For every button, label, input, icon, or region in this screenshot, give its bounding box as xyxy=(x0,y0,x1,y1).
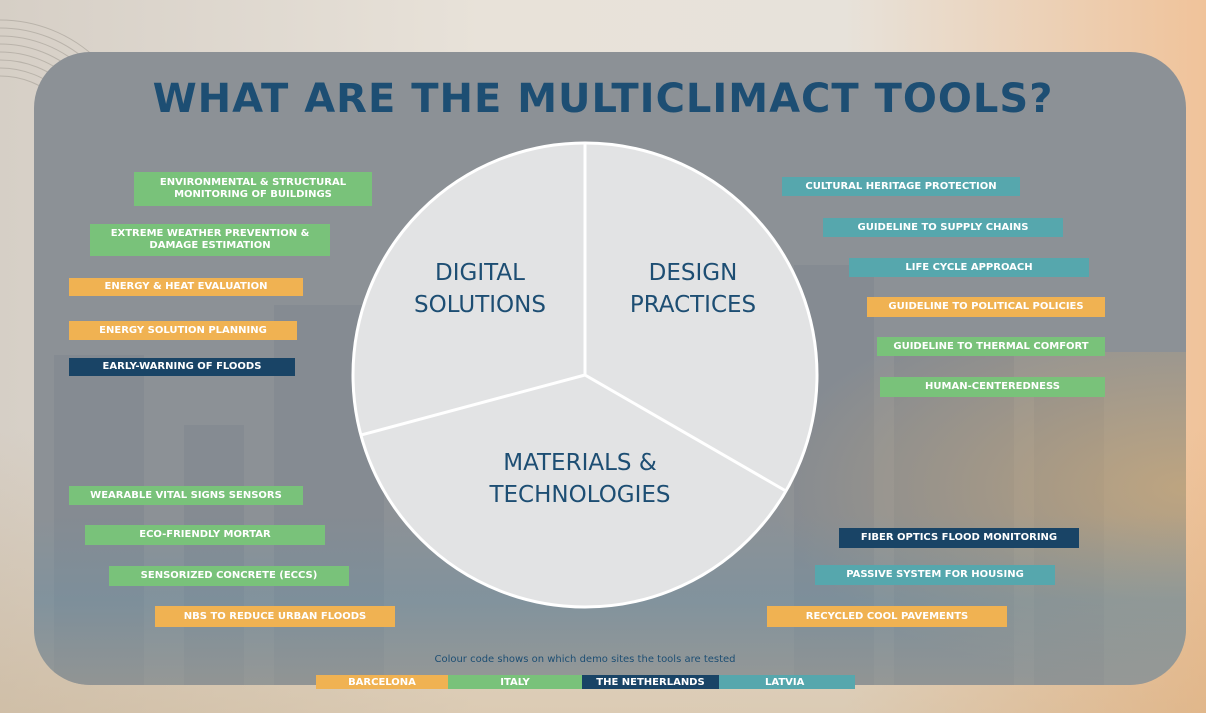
tool-tag: EXTREME WEATHER PREVENTION & DAMAGE ESTI… xyxy=(90,224,330,256)
segment-label-line: TECHNOLOGIES xyxy=(489,482,671,508)
tool-tag: GUIDELINE TO SUPPLY CHAINS xyxy=(823,218,1063,237)
tool-tag: RECYCLED COOL PAVEMENTS xyxy=(767,606,1007,627)
segment-label-line: PRACTICES xyxy=(629,292,757,318)
segment-label-materials-technologies: MATERIALS & TECHNOLOGIES xyxy=(460,447,700,511)
tool-tag: NBS TO REDUCE URBAN FLOODS xyxy=(155,606,395,627)
sunset-glow xyxy=(766,352,1186,685)
legend-item-barcelona: BARCELONA xyxy=(316,675,448,689)
skyline-building xyxy=(54,355,144,685)
legend-item-the-netherlands: THE NETHERLANDS xyxy=(582,675,719,689)
tool-tag: SENSORIZED CONCRETE (ECCS) xyxy=(109,566,349,586)
tool-tag: GUIDELINE TO POLITICAL POLICIES xyxy=(867,297,1105,317)
tool-tag: CULTURAL HERITAGE PROTECTION xyxy=(782,177,1020,196)
legend-item-italy: ITALY xyxy=(448,675,582,689)
tool-tag: ENVIRONMENTAL & STRUCTURAL MONITORING OF… xyxy=(134,172,372,206)
pie-divider-left xyxy=(360,373,586,437)
segment-label-line: DIGITAL xyxy=(435,260,525,286)
legend-caption: Colour code shows on which demo sites th… xyxy=(434,654,736,665)
pie-divider-right xyxy=(584,373,787,493)
segment-label-digital-solutions: DIGITAL SOLUTIONS xyxy=(385,257,575,321)
segment-label-line: DESIGN xyxy=(648,260,738,286)
tool-tag: ECO-FRIENDLY MORTAR xyxy=(85,525,325,545)
segment-label-design-practices: DESIGN PRACTICES xyxy=(593,257,793,321)
segment-label-line: MATERIALS & xyxy=(503,450,657,476)
tool-tag: ENERGY SOLUTION PLANNING xyxy=(69,321,297,340)
tool-tag: EARLY-WARNING OF FLOODS xyxy=(69,358,295,376)
tool-tag: FIBER OPTICS FLOOD MONITORING xyxy=(839,528,1079,548)
legend-item-latvia: LATVIA xyxy=(719,675,855,689)
tool-tag: GUIDELINE TO THERMAL COMFORT xyxy=(877,337,1105,356)
segment-label-line: SOLUTIONS xyxy=(414,292,546,318)
tool-tag: PASSIVE SYSTEM FOR HOUSING xyxy=(815,565,1055,585)
tool-tag: ENERGY & HEAT EVALUATION xyxy=(69,278,303,296)
tool-tag: HUMAN-CENTEREDNESS xyxy=(880,377,1105,397)
skyline-building xyxy=(184,425,244,685)
tool-tag: WEARABLE VITAL SIGNS SENSORS xyxy=(69,486,303,505)
tool-tag: LIFE CYCLE APPROACH xyxy=(849,258,1089,277)
page-title: WHAT ARE THE MULTICLIMACT TOOLS? xyxy=(152,76,1054,122)
